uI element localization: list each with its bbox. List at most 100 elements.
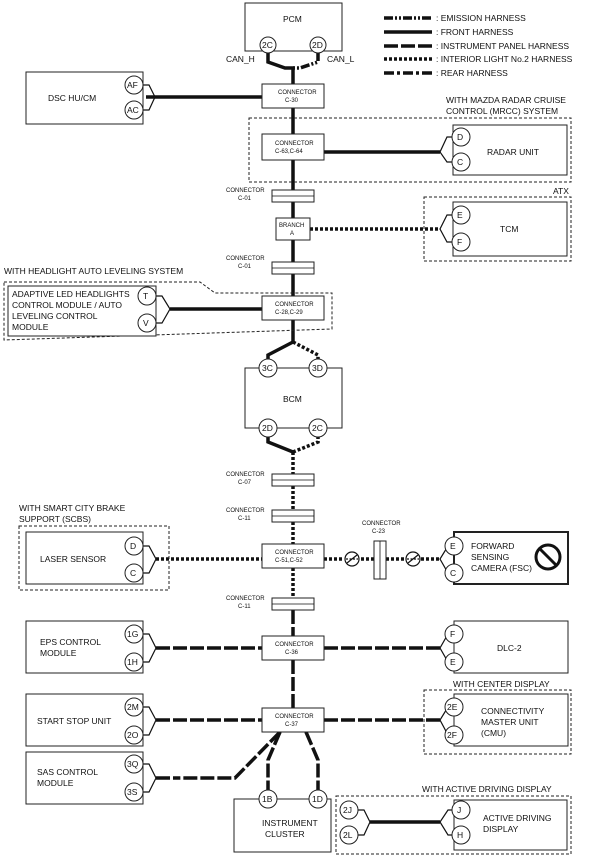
can-h-label: CAN_H bbox=[226, 54, 255, 64]
laser-sensor-module: LASER SENSOR D C bbox=[25, 531, 144, 585]
laser-pin-c: C bbox=[130, 568, 136, 578]
c01b-label-line2: C-01 bbox=[238, 264, 252, 270]
sas-pin-3s: 3S bbox=[127, 787, 138, 797]
bcm-pin-2d: 2D bbox=[262, 423, 273, 433]
cmu-label-line1: CONNECTIVITY bbox=[481, 706, 545, 716]
c01a-label-line2: C-01 bbox=[238, 196, 252, 202]
legend-interior: : INTERIOR LIGHT No.2 HARNESS bbox=[436, 54, 573, 64]
branch-label-line2: A bbox=[290, 231, 294, 237]
pcm-module: PCM 2C 2D CAN_H CAN_L bbox=[226, 2, 355, 64]
sas-label-line2: MODULE bbox=[37, 778, 74, 788]
c37-label-line2: C-37 bbox=[285, 722, 299, 728]
tcm-module: TCM E F bbox=[451, 201, 568, 257]
fsc-label-line2: SENSING bbox=[471, 552, 509, 562]
legend-rear: : REAR HARNESS bbox=[436, 68, 508, 78]
led-label-line1: ADAPTIVE LED HEADLIGHTS bbox=[12, 289, 130, 299]
group-scbs-line1: WITH SMART CITY BRAKE bbox=[19, 503, 126, 513]
pcm-label: PCM bbox=[283, 14, 302, 24]
ic-label-line2: CLUSTER bbox=[265, 829, 305, 839]
start-pin-2m: 2M bbox=[127, 702, 139, 712]
cmu-label-line3: (CMU) bbox=[481, 728, 506, 738]
dlc-label: DLC-2 bbox=[497, 643, 522, 653]
c07-label-line1: CONNECTOR bbox=[226, 472, 265, 478]
bcm-label: BCM bbox=[283, 394, 302, 404]
ic-pin-2j: 2J bbox=[343, 805, 352, 815]
tcm-label: TCM bbox=[500, 224, 518, 234]
cmu-pin-2f: 2F bbox=[447, 730, 457, 740]
bcm-pin-3d: 3D bbox=[312, 363, 323, 373]
eps-pin-1h: 1H bbox=[127, 657, 138, 667]
add-label-line1: ACTIVE DRIVING bbox=[483, 813, 551, 823]
radar-pin-c: C bbox=[457, 157, 463, 167]
branch-label-line1: BRANCH bbox=[279, 223, 304, 229]
laser-pin-d: D bbox=[130, 541, 136, 551]
fsc-pin-e: E bbox=[450, 541, 456, 551]
radar-pin-d: D bbox=[457, 132, 463, 142]
c63-label-line1: CONNECTOR bbox=[275, 141, 314, 147]
start-stop-module: START STOP UNIT 2M 2O bbox=[25, 693, 144, 747]
group-headlight: WITH HEADLIGHT AUTO LEVELING SYSTEM bbox=[4, 266, 183, 276]
c01b-label-line1: CONNECTOR bbox=[226, 256, 265, 262]
sas-module: SAS CONTROL MODULE 3Q 3S bbox=[25, 751, 144, 805]
group-mrcc-line1: WITH MAZDA RADAR CRUISE bbox=[446, 95, 566, 105]
add-pin-j: J bbox=[457, 805, 461, 815]
fsc-label-line3: CAMERA (FSC) bbox=[471, 563, 532, 573]
sas-pin-3q: 3Q bbox=[127, 759, 139, 769]
dlc-pin-e: E bbox=[450, 657, 456, 667]
ic-label-line1: INSTRUMENT bbox=[262, 818, 318, 828]
c11b-label-line2: C-11 bbox=[238, 604, 251, 610]
start-label: START STOP UNIT bbox=[37, 716, 111, 726]
cmu-pin-2e: 2E bbox=[447, 702, 458, 712]
eps-pin-1g: 1G bbox=[127, 629, 138, 639]
led-label-line3: LEVELING CONTROL bbox=[12, 311, 98, 321]
pcm-pin-2d: 2D bbox=[312, 40, 323, 50]
group-center-display: WITH CENTER DISPLAY bbox=[453, 679, 550, 689]
c11a-label-line1: CONNECTOR bbox=[226, 508, 265, 514]
sas-label-line1: SAS CONTROL bbox=[37, 767, 98, 777]
ic-pin-1b: 1B bbox=[262, 794, 273, 804]
group-atx: ATX bbox=[553, 186, 569, 196]
can-l-label: CAN_L bbox=[327, 54, 355, 64]
c36-label-line1: CONNECTOR bbox=[275, 642, 314, 648]
bcm-pin-2c: 2C bbox=[312, 423, 323, 433]
tcm-pin-e: E bbox=[457, 210, 463, 220]
c28-label-line1: CONNECTOR bbox=[275, 302, 314, 308]
c07-label-line2: C-07 bbox=[238, 480, 252, 486]
eps-module: EPS CONTROL MODULE 1G 1H bbox=[25, 620, 144, 674]
laser-label: LASER SENSOR bbox=[40, 554, 106, 564]
c11b-label-line1: CONNECTOR bbox=[226, 596, 265, 602]
dsc-pin-af: AF bbox=[127, 80, 138, 90]
c37-label-line1: CONNECTOR bbox=[275, 714, 314, 720]
c51-label-line1: CONNECTOR bbox=[275, 550, 314, 556]
active-driving-display-module: ACTIVE DRIVING DISPLAY J H bbox=[451, 799, 568, 851]
dsc-module: DSC HU/CM AF AC bbox=[25, 71, 144, 125]
legend: : EMISSION HARNESS : FRONT HARNESS : INS… bbox=[384, 13, 573, 78]
fsc-label-line1: FORWARD bbox=[471, 541, 514, 551]
add-label-line2: DISPLAY bbox=[483, 824, 519, 834]
led-headlight-module: ADAPTIVE LED HEADLIGHTS CONTROL MODULE /… bbox=[7, 285, 157, 337]
legend-instrument: : INSTRUMENT PANEL HARNESS bbox=[436, 41, 569, 51]
c51-label-line2: C-51,C-52 bbox=[275, 558, 303, 564]
eps-label-line1: EPS CONTROL bbox=[40, 637, 101, 647]
start-pin-2o: 2O bbox=[127, 730, 139, 740]
c63-label-line2: C-63,C-64 bbox=[275, 149, 303, 155]
group-scbs-line2: SUPPORT (SCBS) bbox=[19, 514, 91, 524]
led-pin-t: T bbox=[143, 291, 148, 301]
c01a-label-line1: CONNECTOR bbox=[226, 188, 265, 194]
c11a-label-line2: C-11 bbox=[238, 516, 251, 522]
prohibited-icon bbox=[534, 543, 562, 571]
group-active-driving: WITH ACTIVE DRIVING DISPLAY bbox=[422, 784, 552, 794]
c23-label-line2: C-23 bbox=[372, 529, 386, 535]
group-mrcc-line2: CONTROL (MRCC) SYSTEM bbox=[446, 106, 558, 116]
option-groups: WITH MAZDA RADAR CRUISE CONTROL (MRCC) S… bbox=[3, 95, 572, 855]
c23-label-line1: CONNECTOR bbox=[362, 521, 401, 527]
c36-label-line2: C-36 bbox=[285, 650, 299, 656]
dlc-module: DLC-2 F E bbox=[444, 620, 569, 674]
c30-label-line2: C-30 bbox=[285, 98, 299, 104]
radar-label: RADAR UNIT bbox=[487, 147, 539, 157]
add-pin-h: H bbox=[457, 830, 463, 840]
cmu-module: CONNECTIVITY MASTER UNIT (CMU) 2E 2F bbox=[444, 693, 569, 747]
bcm-module: BCM 3C 3D 2D 2C bbox=[244, 358, 343, 438]
ic-pin-1d: 1D bbox=[312, 794, 323, 804]
